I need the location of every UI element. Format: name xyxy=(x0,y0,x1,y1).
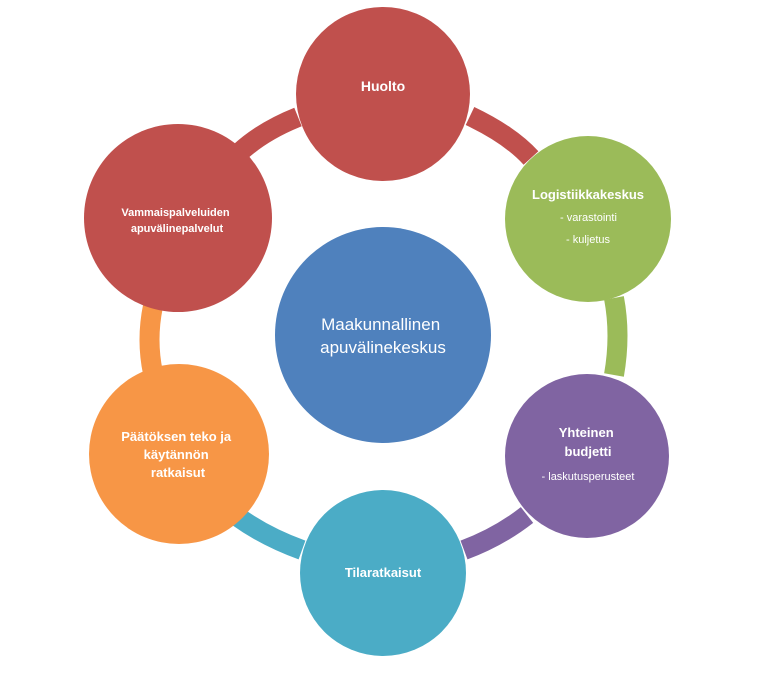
node-title-line: Yhteinen xyxy=(559,425,614,440)
node-title-line: Tilaratkaisut xyxy=(345,565,422,580)
node-title: Vammaispalveluiden apuvälinepalvelut xyxy=(121,207,232,235)
center-circle xyxy=(275,227,491,443)
node-detail-line: - varastointi xyxy=(560,212,617,224)
node-title-line: ratkaisut xyxy=(151,465,206,480)
node-circle xyxy=(300,490,466,656)
node-title: Yhteinen budjetti xyxy=(559,425,618,459)
node-tilaratkaisut: Tilaratkaisut xyxy=(300,490,466,656)
node-circle xyxy=(505,136,671,302)
node-details: - varastointi - kuljetus xyxy=(560,212,620,246)
connector-vammaispalvelut-huolto xyxy=(233,107,302,160)
node-title: Logistiikkakeskus xyxy=(532,187,644,202)
node-title-line: Päätöksen teko ja xyxy=(121,429,232,444)
center-label-line: apuvälinekeskus xyxy=(320,338,446,357)
node-detail-line: - laskutusperusteet xyxy=(542,471,635,483)
center-label: Maakunnallinen apuvälinekeskus xyxy=(320,315,446,357)
node-vammaispalvelut: Vammaispalveluiden apuvälinepalvelut xyxy=(84,124,272,312)
node-title-line: Logistiikkakeskus xyxy=(532,187,644,202)
node-title-line: Vammaispalveluiden xyxy=(121,207,229,219)
node-paatoksen-teko: Päätöksen teko ja käytännön ratkaisut xyxy=(89,364,269,544)
node-detail-line: - kuljetus xyxy=(566,234,611,246)
node-circle xyxy=(296,7,470,181)
connector-logistiikkakeskus-budjetti xyxy=(604,296,628,377)
node-huolto: Huolto xyxy=(296,7,470,181)
connector-budjetti-tilaratkaisut xyxy=(460,507,534,560)
node-title: Huolto xyxy=(361,78,405,94)
node-circle xyxy=(505,374,669,538)
node-title: Päätöksen teko ja käytännön ratkaisut xyxy=(121,429,234,480)
node-title: Tilaratkaisut xyxy=(345,565,422,580)
connector-huolto-logistiikkakeskus xyxy=(465,106,539,165)
node-title-line: käytännön xyxy=(144,447,209,462)
center-node: Maakunnallinen apuvälinekeskus xyxy=(275,227,491,443)
node-circle xyxy=(84,124,272,312)
connector-tilaratkaisut-paatoksen xyxy=(232,508,306,560)
node-title-line: apuvälinepalvelut xyxy=(131,223,224,235)
node-circle xyxy=(89,364,269,544)
connector-paatoksen-vammaispalvelut xyxy=(139,303,163,376)
node-logistiikkakeskus: Logistiikkakeskus - varastointi - kuljet… xyxy=(505,136,671,302)
node-title-line: budjetti xyxy=(565,444,612,459)
center-label-line: Maakunnallinen xyxy=(321,315,440,334)
cycle-connectors xyxy=(139,106,628,560)
node-yhteinen-budjetti: Yhteinen budjetti - laskutusperusteet xyxy=(505,374,669,538)
node-title-line: Huolto xyxy=(361,78,405,94)
node-details: - laskutusperusteet xyxy=(542,471,635,483)
